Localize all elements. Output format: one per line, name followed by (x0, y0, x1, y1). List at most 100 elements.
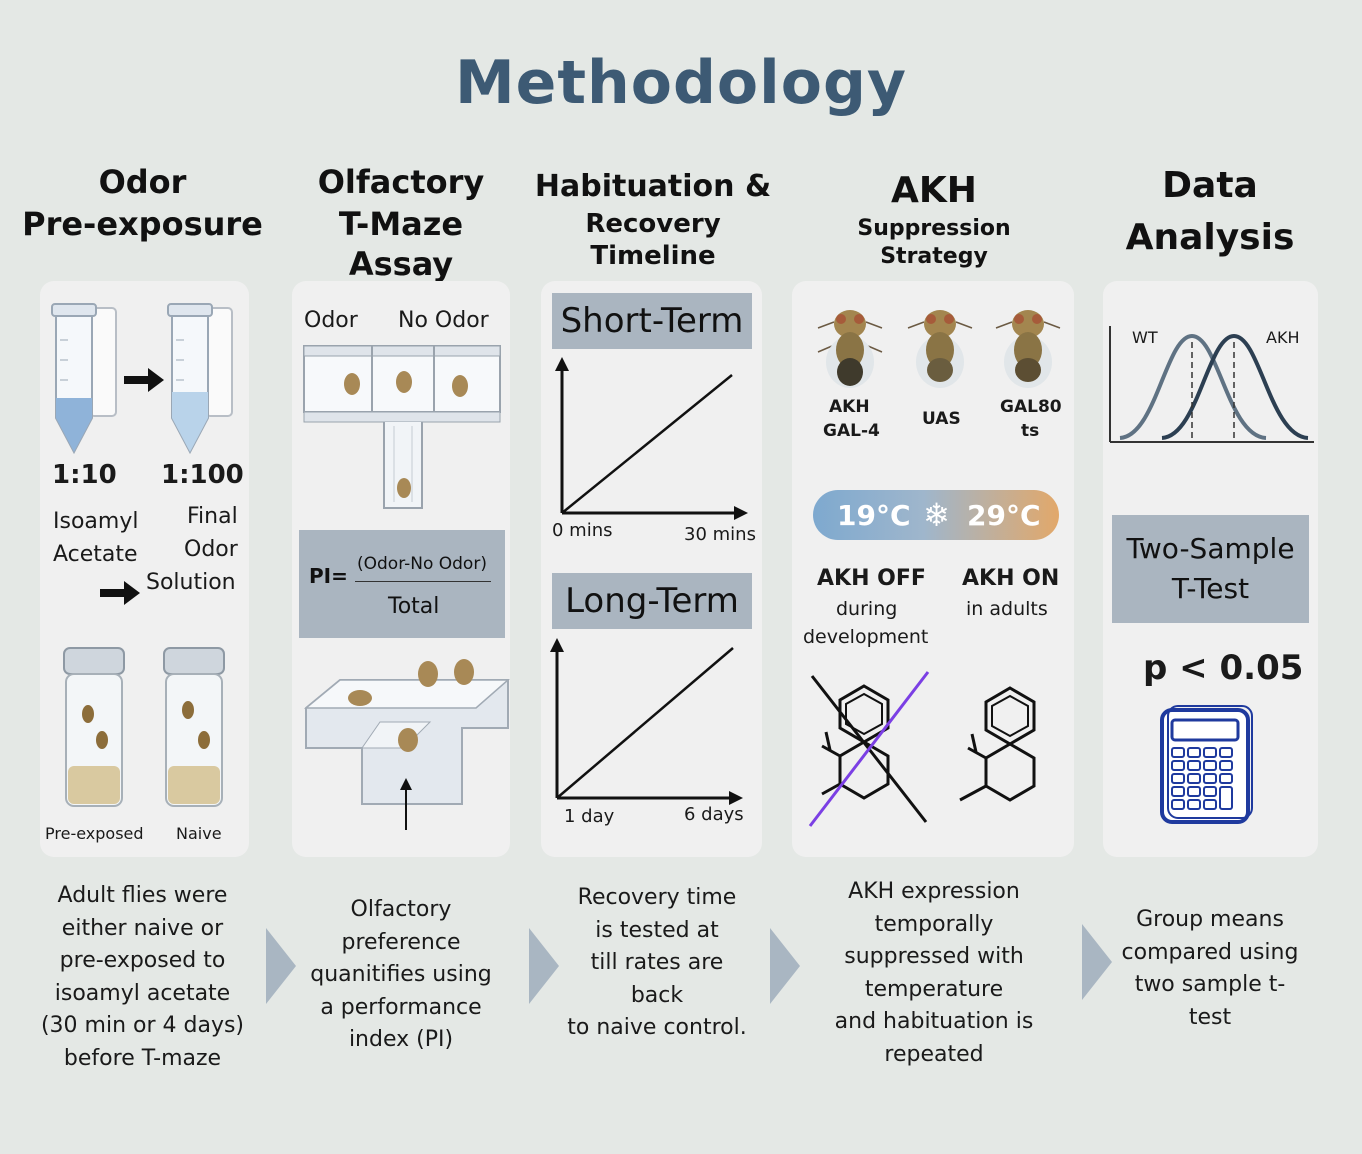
final-solution-label: Odor (184, 537, 238, 562)
description-line: (30 min or 4 days) (40, 1013, 245, 1039)
chevron-right-icon (770, 928, 800, 1004)
description-line: index (PI) (348, 1027, 454, 1053)
fly-label: UAS (922, 409, 961, 429)
pi-formula-box: PI= (Odor-No Odor) Total (299, 530, 505, 638)
pi-numerator: (Odor-No Odor) (357, 554, 487, 574)
description-line: isoamyl acetate (54, 980, 231, 1006)
heading-line: Odor (98, 163, 187, 201)
fly-icon (817, 310, 1061, 388)
t-test-label: T-Test (1171, 572, 1250, 605)
description-line: a performance (320, 994, 482, 1020)
description-line: AKH expression (848, 879, 1020, 904)
description-line: test (1188, 1004, 1232, 1030)
t-test-label: Two-Sample (1126, 532, 1295, 565)
test-tube-icon (51, 303, 233, 455)
heading-line: Analysis (1125, 217, 1295, 259)
calculator-icon (1160, 705, 1253, 824)
heading-line: AKH (891, 170, 977, 211)
description-line: compared using (1121, 939, 1299, 965)
fly-label: ts (1021, 421, 1040, 441)
description-data-analysis: Group means compared using two sample t-… (1110, 904, 1310, 1034)
heading-odor-preexposure: Odor Pre-exposure (20, 162, 265, 244)
heading-habituation: Habituation & Recovery Timeline (522, 168, 784, 273)
heading-akh: AKH Suppression Strategy (800, 168, 1068, 270)
fly-label: GAL80 (1000, 397, 1062, 417)
akh-off-label: AKH OFF (817, 566, 926, 591)
akh-on-label: AKH ON (962, 566, 1060, 591)
description-line: quanitifies using (310, 962, 492, 988)
short-term-timeline-chart (555, 357, 748, 520)
fraction-line (355, 581, 491, 582)
description-line: Adult flies were (57, 883, 228, 908)
final-solution-label: Solution (146, 570, 236, 595)
akh-on-sub: in adults (966, 598, 1048, 620)
description-odor-preexposure: Adult flies were either naive or pre-exp… (20, 880, 265, 1076)
final-solution-label: Final (187, 504, 238, 529)
arrow-right-icon (124, 368, 164, 392)
odor-label: Odor (304, 308, 358, 333)
isoamyl-label: Isoamyl (53, 509, 139, 534)
description-line: temporally (874, 911, 994, 937)
heading-line: Habituation & (534, 169, 772, 204)
long-term-box: Long-Term (552, 573, 752, 629)
description-line: either naive or (61, 915, 224, 941)
description-line: pre-exposed to (59, 948, 226, 974)
distribution-label: AKH (1266, 328, 1300, 347)
description-line: back (630, 982, 684, 1008)
description-line: till rates are (590, 950, 724, 976)
preexposed-label: Pre-exposed (45, 824, 144, 843)
isoamyl-label: Acetate (53, 542, 138, 567)
temp-low-label: 19°C (837, 499, 911, 532)
page-title: Methodology (454, 48, 908, 118)
long-term-timeline-chart (550, 638, 743, 805)
short-term-box: Short-Term (552, 293, 752, 349)
timeline-start-label: 0 mins (552, 520, 613, 541)
heading-tmaze: Olfactory T-Maze Assay (286, 162, 516, 284)
timeline-end-label: 30 mins (684, 524, 756, 545)
akh-off-sub: during (836, 598, 898, 620)
heading-line: Recovery Timeline (585, 208, 721, 272)
panel-habituation (541, 281, 762, 857)
chevron-right-icon (529, 928, 559, 1004)
chevron-right-icon (1082, 924, 1112, 1000)
ratio-label: 1:100 (161, 460, 244, 490)
description-akh: AKH expression temporally suppressed wit… (814, 876, 1054, 1072)
t-maze-icon (303, 659, 510, 830)
description-line: preference (341, 929, 461, 955)
heading-line: Suppression Strategy (857, 216, 1011, 269)
pi-prefix: PI= (309, 564, 348, 588)
description-line: repeated (884, 1041, 984, 1067)
distribution-curves-icon (1109, 326, 1314, 443)
description-habituation: Recovery time is tested at till rates ar… (552, 882, 762, 1045)
description-line: and habituation is (834, 1009, 1034, 1035)
description-line: temperature (864, 976, 1004, 1002)
heading-line: T-Maze Assay (338, 205, 464, 283)
timeline-end-label: 6 days (684, 804, 744, 825)
distribution-label: WT (1132, 328, 1158, 347)
description-line: Group means (1136, 907, 1284, 932)
temp-high-label: 29°C (967, 499, 1041, 532)
heading-line: Olfactory (317, 163, 485, 201)
heading-data-analysis: Data Analysis (1100, 160, 1320, 264)
molecule-icon (959, 686, 1036, 802)
description-line: to naive control. (567, 1015, 747, 1041)
no-odor-label: No Odor (398, 308, 489, 333)
fly-label: GAL-4 (823, 421, 880, 441)
heading-line: Pre-exposure (22, 205, 263, 243)
ratio-label: 1:10 (52, 460, 117, 490)
description-line: before T-maze (63, 1045, 222, 1071)
p-value-label: p < 0.05 (1143, 648, 1304, 688)
molecule-icon (808, 671, 930, 827)
description-line: suppressed with (844, 944, 1024, 970)
description-tmaze: Olfactory preference quanitifies using a… (292, 894, 510, 1057)
timeline-start-label: 1 day (564, 806, 615, 827)
t-maze-icon (303, 345, 501, 509)
akh-off-sub: development (803, 626, 929, 648)
heading-line: Data (1162, 165, 1258, 206)
naive-label: Naive (176, 824, 222, 843)
description-line: is tested at (595, 917, 719, 943)
vial-icon (63, 647, 225, 807)
arrow-right-icon (100, 581, 140, 605)
fly-label: AKH (829, 397, 870, 417)
t-test-box: Two-Sample T-Test (1112, 515, 1309, 623)
